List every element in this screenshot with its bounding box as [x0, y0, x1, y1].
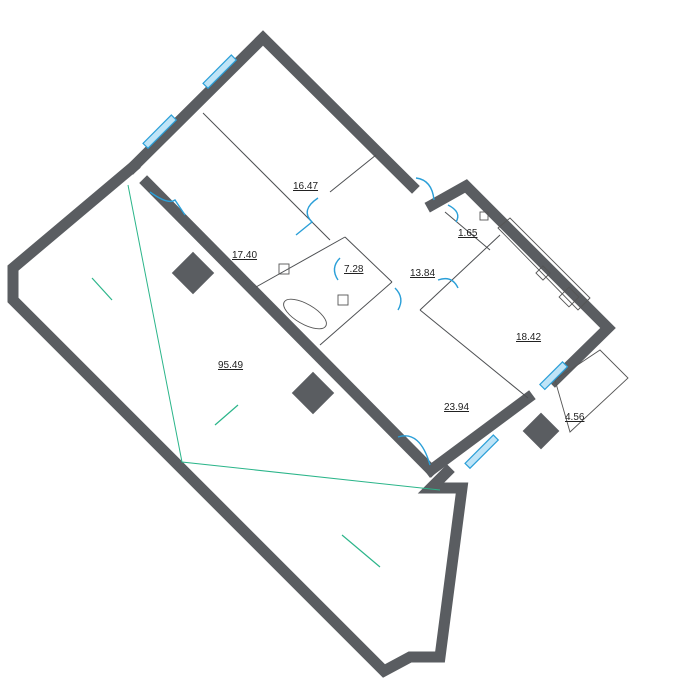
terrace-line	[127, 184, 441, 491]
door-entrance	[394, 287, 402, 311]
stove	[558, 286, 580, 308]
room-area-bathroom: 7.28	[344, 264, 364, 275]
kitchen-sink	[535, 265, 551, 281]
door-bedroom1	[295, 197, 319, 236]
window-3	[464, 434, 500, 470]
room-area-balcony: 4.56	[565, 412, 585, 423]
partition-wc	[444, 211, 491, 251]
partition-kitchen-living	[419, 309, 529, 399]
partition-bedroom1-hall	[329, 154, 377, 193]
door-living	[397, 435, 431, 466]
door-bathroom	[333, 257, 341, 281]
room-area-wc: 1.65	[458, 228, 478, 239]
room-area-living-room: 23.94	[444, 402, 469, 413]
bathtub	[283, 298, 327, 330]
wc-fixture	[479, 211, 489, 221]
window-2	[142, 114, 178, 150]
column-1	[171, 251, 215, 295]
sink	[278, 263, 290, 275]
partition-bathroom	[255, 236, 346, 288]
partition-bathroom-2	[344, 236, 393, 283]
interior-wall-diagonal	[139, 175, 439, 478]
door-bedroom2	[149, 191, 186, 216]
room-area-hall: 13.84	[410, 268, 435, 279]
room-area-bedroom-1: 16.47	[293, 181, 318, 192]
room-area-kitchen: 18.42	[516, 332, 541, 343]
exterior-wall-top	[125, 30, 420, 194]
window-4	[539, 361, 569, 391]
balcony-outline	[554, 349, 629, 433]
kitchen-counter	[497, 217, 591, 311]
room-area-terrace: 95.49	[218, 360, 243, 371]
room-area-bedroom-2: 17.40	[232, 250, 257, 261]
exterior-wall-notch	[424, 179, 616, 388]
column-3	[522, 412, 560, 450]
door-hall	[415, 177, 435, 201]
door-kitchen	[437, 277, 459, 289]
exterior-wall-bottom	[423, 390, 536, 478]
terrace-arrow-1	[91, 277, 113, 301]
column-2	[291, 371, 335, 415]
toilet	[337, 294, 349, 306]
terrace-arrow-3	[341, 534, 381, 568]
window-1	[202, 54, 238, 90]
terrace-outer-wall	[7, 159, 469, 678]
terrace-arrow-2	[214, 404, 239, 426]
door-wc	[447, 204, 459, 223]
partition-bathroom-3	[319, 281, 393, 346]
